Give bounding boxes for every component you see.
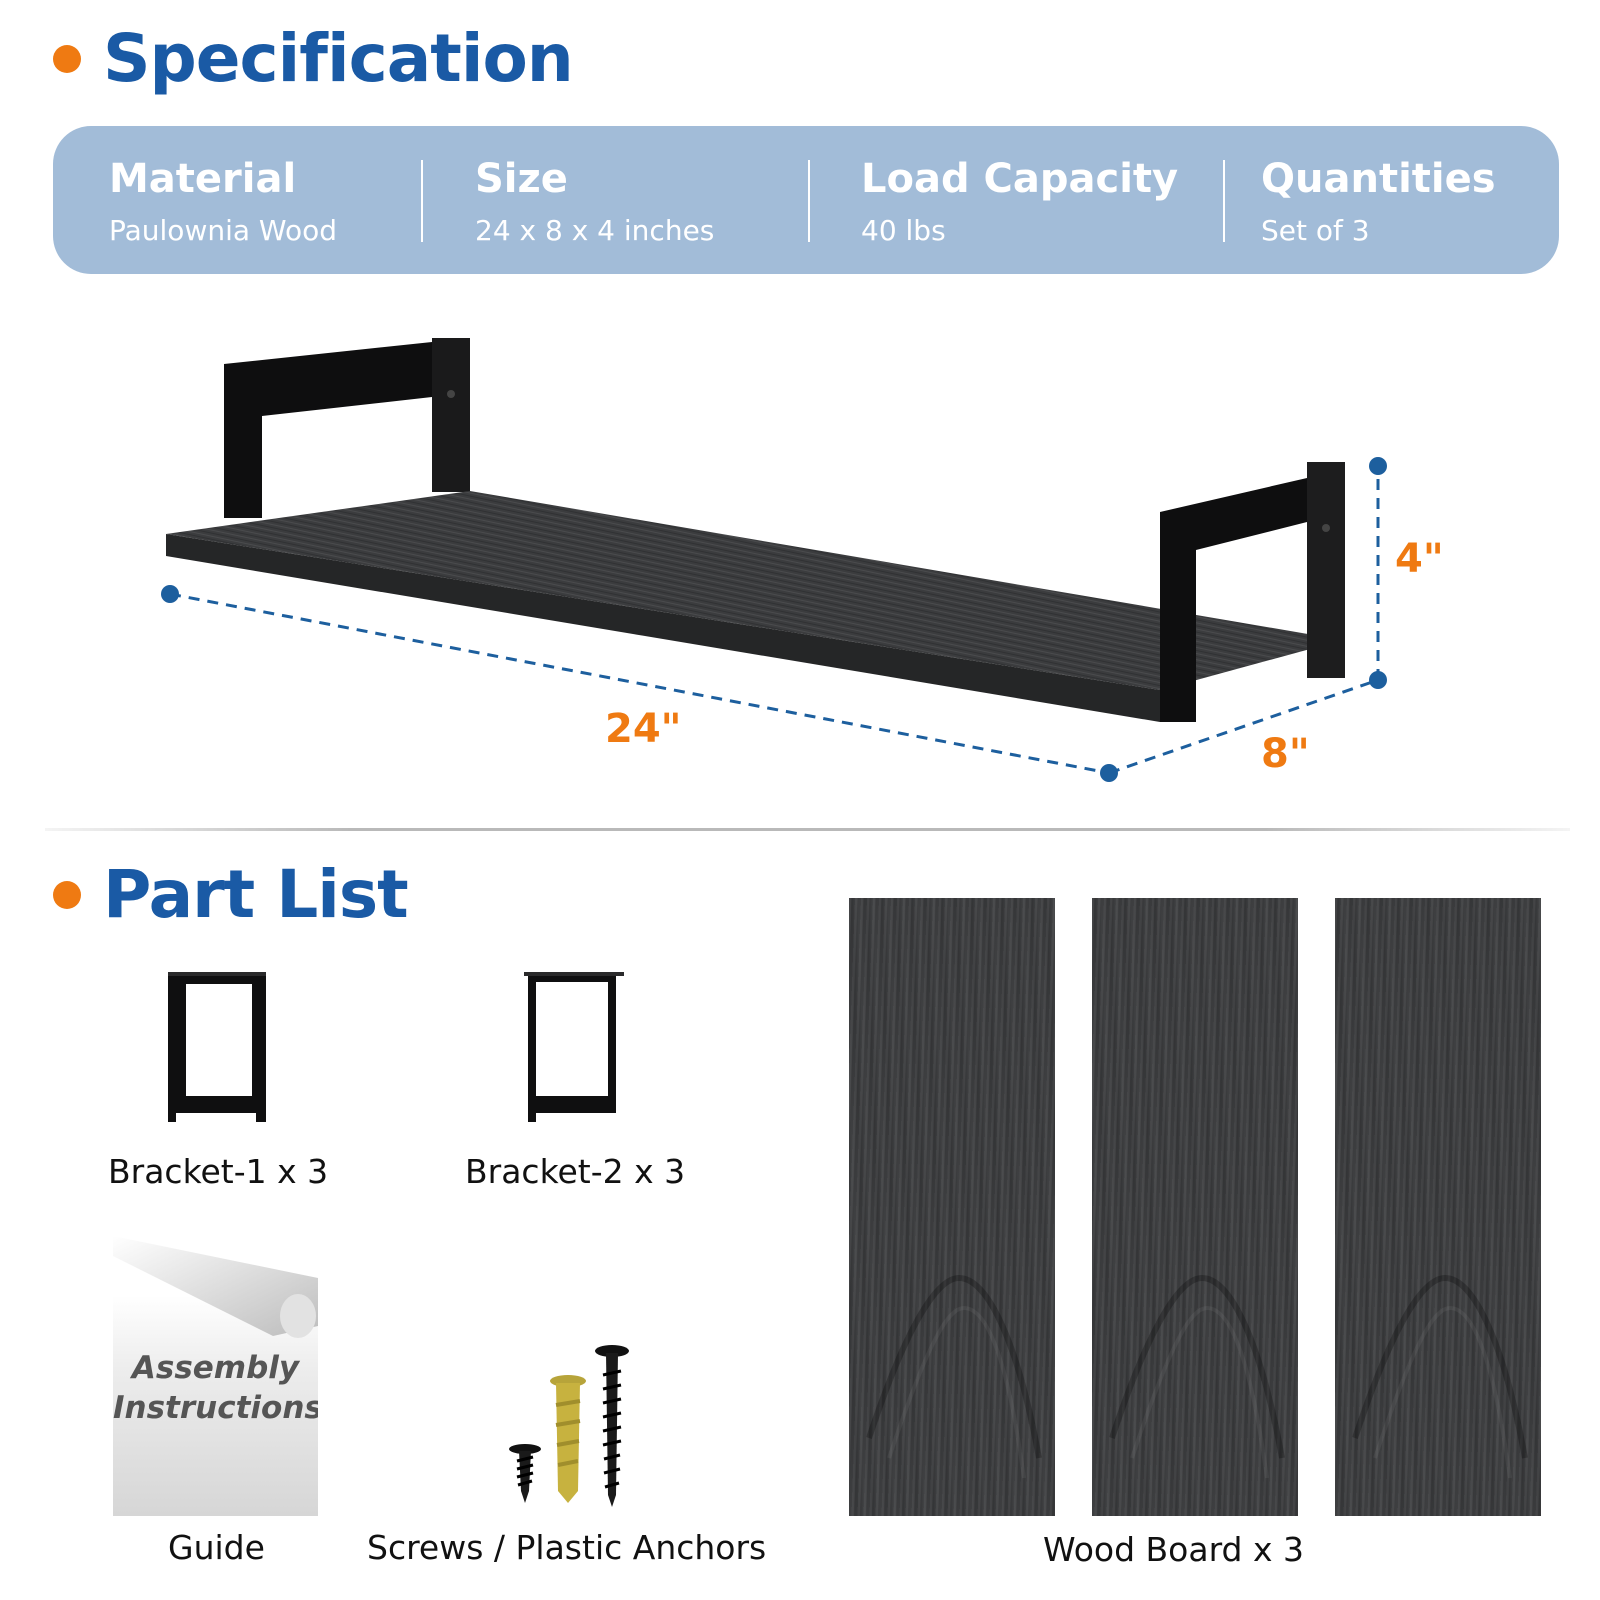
dimension-length: 24": [605, 706, 682, 752]
guide-cover-line2: Instructions: [113, 1390, 318, 1426]
assembly-guide-image: Assembly Instructions: [113, 1236, 318, 1516]
spec-divider: [421, 160, 423, 242]
part-list-heading: Part List: [53, 856, 409, 933]
shelf-board-top: [166, 491, 1343, 690]
spec-value: Paulownia Wood: [109, 214, 338, 247]
spec-label: Material: [109, 156, 297, 202]
spec-value: 24 x 8 x 4 inches: [475, 214, 715, 247]
shelf-board-front: [166, 534, 1160, 722]
dimension-height: 4": [1395, 536, 1444, 582]
wood-board: [1335, 898, 1541, 1516]
spec-bar: Material Paulownia Wood Size 24 x 8 x 4 …: [53, 126, 1559, 274]
bracket-2-label: Bracket-2 x 3: [465, 1152, 686, 1191]
screws-anchors-label: Screws / Plastic Anchors: [367, 1528, 767, 1567]
shelf-illustration: [161, 338, 1387, 782]
spec-label: Size: [475, 156, 568, 202]
screws-anchors-image: [509, 1345, 629, 1507]
guide-cover-line1: Assembly: [131, 1350, 300, 1386]
wood-board: [849, 898, 1055, 1516]
spec-divider: [1223, 160, 1225, 242]
orange-bullet-icon: [53, 45, 81, 73]
dimension-dots: [161, 457, 1387, 782]
specification-heading: Specification: [53, 20, 574, 97]
bracket-2-image: [524, 972, 624, 1122]
guide-label: Guide: [168, 1528, 265, 1567]
long-screw-icon: [595, 1345, 629, 1507]
orange-bullet-icon: [53, 881, 81, 909]
left-bracket: [224, 338, 470, 518]
spec-value: 40 lbs: [861, 214, 946, 247]
dimension-lines: [169, 466, 1380, 775]
spec-value: Set of 3: [1261, 214, 1370, 247]
right-bracket: [1160, 462, 1345, 722]
part-list-title: Part List: [103, 856, 409, 933]
section-separator: [45, 828, 1570, 831]
bracket-1-image: [168, 972, 266, 1122]
dimension-depth: 8": [1261, 731, 1310, 777]
wood-boards-label: Wood Board x 3: [1043, 1530, 1305, 1569]
spec-divider: [808, 160, 810, 242]
wood-board: [1092, 898, 1298, 1516]
spec-label: Load Capacity: [861, 156, 1179, 202]
plastic-anchor-icon: [550, 1375, 586, 1503]
specification-title: Specification: [103, 20, 574, 97]
bracket-1-label: Bracket-1 x 3: [108, 1152, 329, 1191]
short-screw-icon: [509, 1444, 541, 1503]
spec-label: Quantities: [1261, 156, 1496, 202]
guide-booklet-icon: [113, 1236, 318, 1516]
